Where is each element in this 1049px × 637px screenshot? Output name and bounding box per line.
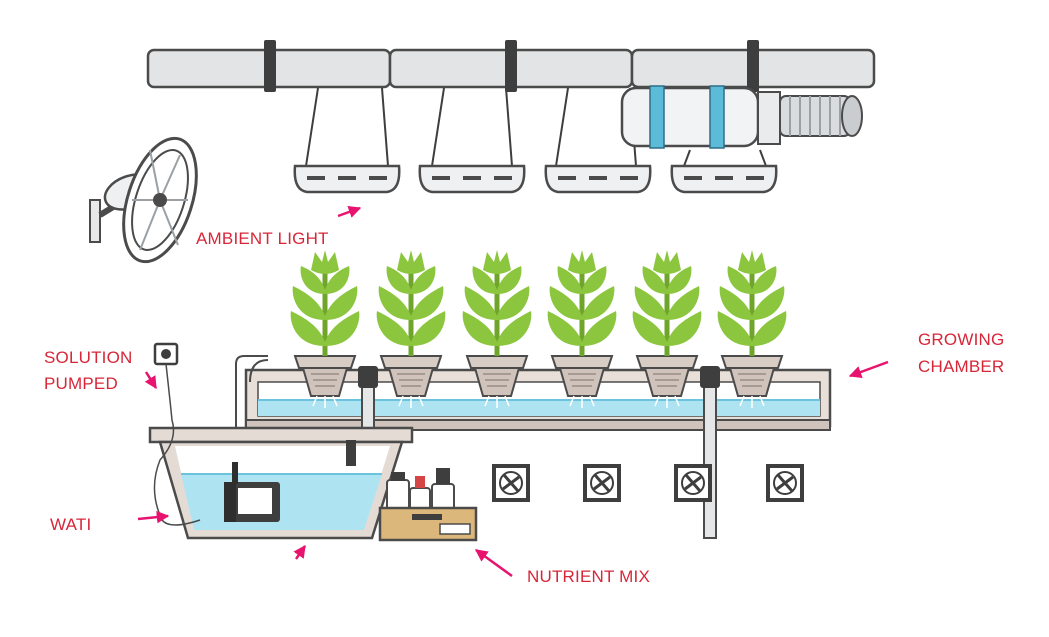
- power-outlet-icon: [153, 342, 201, 526]
- vent-fan-icon: [492, 464, 804, 502]
- solution-pumped-label-line2: PUMPED: [44, 374, 118, 393]
- grow-light-icon: [293, 87, 778, 194]
- growing-chamber-label-line1: GROWING: [918, 330, 1005, 349]
- pump-icon: [224, 462, 280, 522]
- nutrient-mix-label: NUTRIENT MIX: [527, 567, 650, 586]
- exhaust-duct-icon: [620, 85, 863, 149]
- supply-pipes: [235, 355, 720, 539]
- growing-chamber-label-line2: CHAMBER: [918, 357, 1005, 376]
- pointer-arrows: [137, 205, 889, 578]
- water-reservoir: [148, 426, 414, 540]
- water-label: WATI: [50, 515, 92, 534]
- fan-icon: [89, 136, 198, 264]
- solution-pumped-label-line1: SOLUTION: [44, 348, 133, 367]
- ceiling-rail: [146, 40, 876, 92]
- nutrient-bottle-icon: [378, 468, 478, 542]
- ambient-light-label: AMBIENT LIGHT: [196, 229, 329, 248]
